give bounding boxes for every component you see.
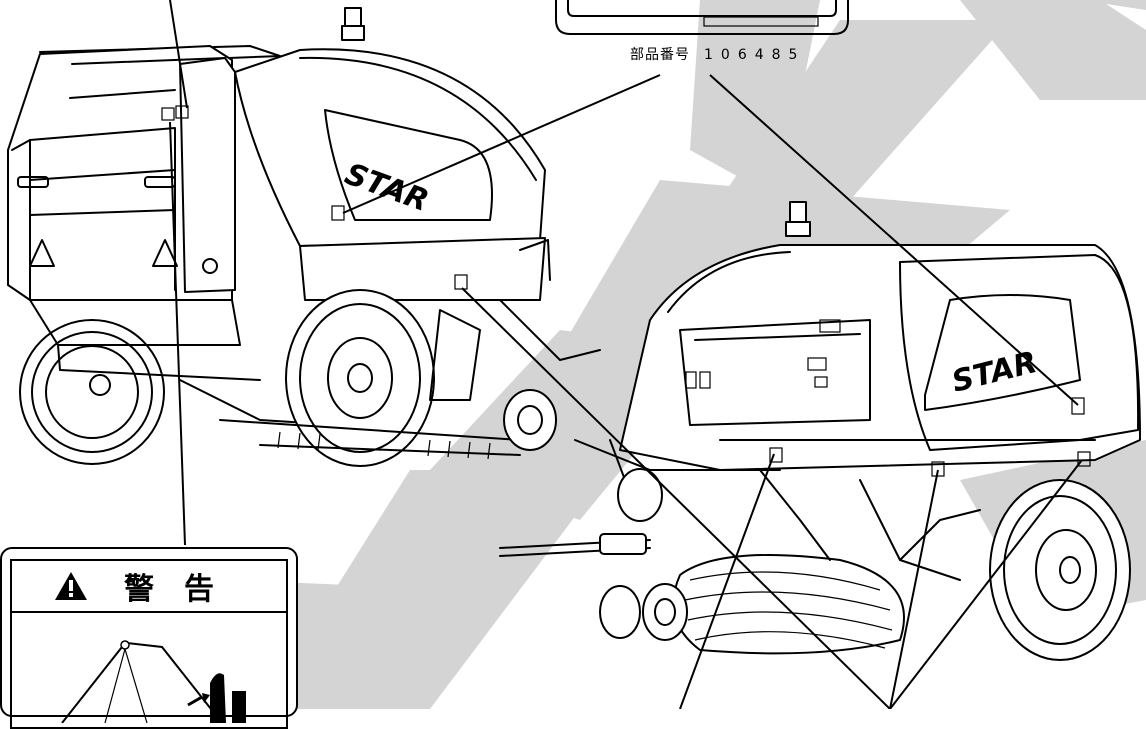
warning-label: 警告	[0, 547, 298, 729]
part-number-value: 106485	[704, 47, 806, 63]
warning-header: 警告	[12, 561, 286, 613]
part-number-label: 部品番号	[630, 47, 690, 63]
warning-title: 警告	[124, 572, 244, 607]
part-label-plate	[555, 0, 849, 35]
warning-pictogram	[61, 640, 246, 723]
warning-label-inner: 警告	[10, 559, 288, 729]
part-number-caption: 部品番号 106485	[630, 44, 805, 64]
right-baler: STAR	[499, 201, 1141, 661]
leader-lines	[169, 0, 1083, 709]
warning-triangle-icon	[55, 572, 87, 600]
left-baler: STAR	[7, 7, 601, 467]
